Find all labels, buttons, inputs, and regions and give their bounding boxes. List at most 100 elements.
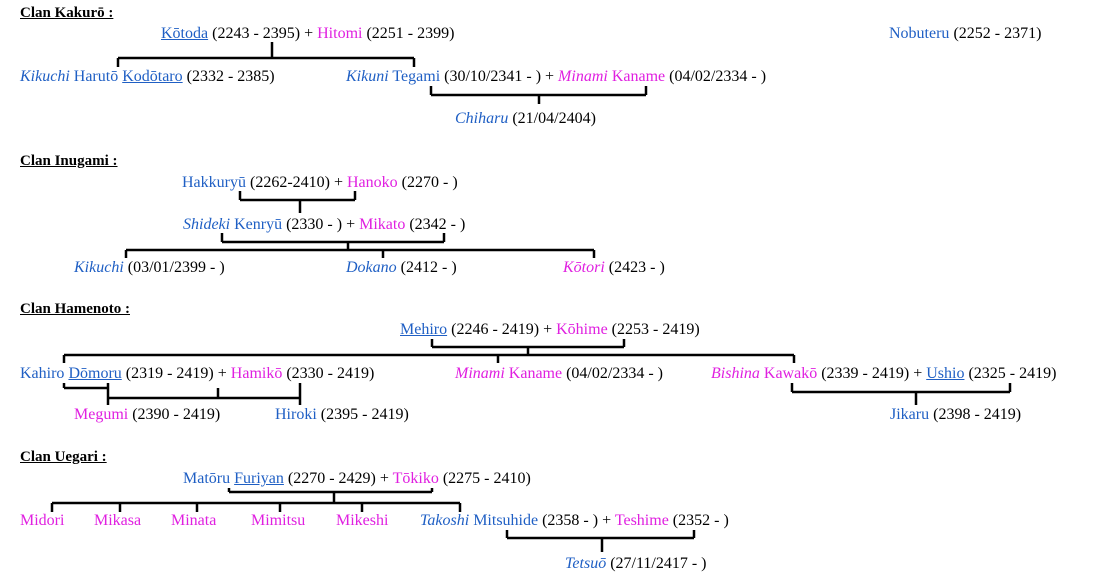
entry-text: (2330 - 2419)	[282, 365, 375, 382]
entry-text: (04/02/2334 - )	[562, 365, 663, 382]
entry-text: (27/11/2417 - )	[606, 555, 707, 572]
entry-text: Mehiro	[400, 321, 448, 338]
person-entry: Kikuni Tegami (30/10/2341 - ) + Minami K…	[346, 68, 766, 86]
entry-text: (2358 - ) +	[538, 512, 615, 529]
person-entry: Midori	[20, 512, 64, 530]
entry-text: Kawakō	[759, 365, 818, 382]
entry-text: Kahiro	[20, 365, 69, 382]
entry-text: (2339 - 2419) +	[817, 365, 927, 382]
entry-text: Kōtoda	[161, 25, 209, 42]
entry-text: Kikuchi	[74, 259, 124, 276]
entry-text: Kaname	[504, 365, 563, 382]
entry-text: Takoshi	[420, 512, 470, 529]
entry-text: (03/01/2399 - )	[123, 259, 225, 276]
entry-text: Minami	[558, 68, 608, 85]
entry-text: Minata	[171, 512, 217, 529]
person-entry: Mehiro (2246 - 2419) + Kōhime (2253 - 24…	[400, 321, 700, 339]
clan-hamenoto-header: Clan Hamenoto :	[20, 301, 130, 317]
entry-text: Kenryū	[230, 216, 283, 233]
person-entry: Nobuteru (2252 - 2371)	[889, 25, 1041, 43]
person-entry: Matōru Furiyan (2270 - 2429) + Tōkiko (2…	[183, 470, 531, 488]
entry-text: Bishina	[711, 365, 760, 382]
entry-text: Shideki	[183, 216, 231, 233]
person-entry: Takoshi Mitsuhide (2358 - ) + Teshime (2…	[420, 512, 729, 530]
entry-text: Kikuchi	[20, 68, 70, 85]
entry-text: Tōkiko	[392, 470, 439, 487]
entry-text: (2246 - 2419) +	[447, 321, 557, 338]
entry-text: (2243 - 2395) +	[208, 25, 318, 42]
clan-uegari-header: Clan Uegari :	[20, 449, 107, 465]
entry-text: Hanoko	[347, 174, 398, 191]
entry-text: (2319 - 2419) +	[121, 365, 231, 382]
entry-text: (2330 - ) +	[282, 216, 360, 233]
entry-text: Kikuni	[346, 68, 389, 85]
entry-text: Mitsuhide	[469, 512, 539, 529]
person-entry: Megumi (2390 - 2419)	[74, 406, 220, 424]
entry-text: (2275 - 2410)	[438, 470, 531, 487]
person-entry: Tetsuō (27/11/2417 - )	[565, 555, 706, 573]
person-entry: Shideki Kenryū (2330 - ) + Mikato (2342 …	[183, 216, 465, 234]
entry-text: (2423 - )	[604, 259, 665, 276]
entry-text: Furiyan	[234, 470, 284, 487]
entry-text: Mimitsu	[251, 512, 306, 529]
person-entry: Dokano (2412 - )	[346, 259, 457, 277]
person-entry: Hiroki (2395 - 2419)	[275, 406, 409, 424]
entry-text: (2270 - )	[397, 174, 458, 191]
entry-text: Chiharu	[455, 110, 509, 127]
entry-text: (2395 - 2419)	[316, 406, 409, 423]
entry-text: (21/04/2404)	[508, 110, 596, 127]
person-entry: Kahiro Dōmoru (2319 - 2419) + Hamikō (23…	[20, 365, 374, 383]
entry-text: (2325 - 2419)	[964, 365, 1057, 382]
person-entry: Minami Kaname (04/02/2334 - )	[455, 365, 663, 383]
entry-text: Jikaru	[890, 406, 930, 423]
entry-text: Ushio	[926, 365, 965, 382]
entry-text: (2352 - )	[668, 512, 729, 529]
entry-text: (2332 - 2385)	[182, 68, 275, 85]
entry-text: Kōhime	[556, 321, 608, 338]
entry-text: Nobuteru	[889, 25, 950, 42]
entry-text: (30/10/2341 - ) +	[440, 68, 559, 85]
entry-text: Mikato	[359, 216, 406, 233]
entry-text: Mikasa	[94, 512, 142, 529]
entry-text: Hitomi	[317, 25, 363, 42]
clan-kakuro-header: Clan Kakurō :	[20, 5, 114, 21]
entry-text: (2251 - 2399)	[362, 25, 455, 42]
person-entry: Kōtoda (2243 - 2395) + Hitomi (2251 - 23…	[161, 25, 454, 43]
entry-text: Midori	[20, 512, 65, 529]
entry-text: Kodōtaro	[122, 68, 183, 85]
entry-text: Dokano	[346, 259, 397, 276]
entry-text: (04/02/2334 - )	[665, 68, 767, 85]
person-entry: Mimitsu	[251, 512, 305, 530]
entry-text: Kaname	[607, 68, 666, 85]
person-entry: Mikasa	[94, 512, 141, 530]
entry-text: Megumi	[74, 406, 129, 423]
entry-text: (2270 - 2429) +	[283, 470, 393, 487]
person-entry: Chiharu (21/04/2404)	[455, 110, 596, 128]
person-entry: Bishina Kawakō (2339 - 2419) + Ushio (23…	[711, 365, 1056, 383]
entry-text: Tetsuō	[565, 555, 607, 572]
entry-text: Kōtori	[563, 259, 605, 276]
person-entry: Kikuchi Harutō Kodōtaro (2332 - 2385)	[20, 68, 275, 86]
entry-text: Teshime	[614, 512, 669, 529]
entry-text: (2252 - 2371)	[949, 25, 1042, 42]
person-entry: Hakkuryū (2262-2410) + Hanoko (2270 - )	[182, 174, 458, 192]
entry-text: (2253 - 2419)	[607, 321, 700, 338]
person-entry: Kikuchi (03/01/2399 - )	[74, 259, 225, 277]
entry-text: Hiroki	[275, 406, 317, 423]
entry-text: (2342 - )	[405, 216, 466, 233]
entry-text: (2412 - )	[396, 259, 457, 276]
entry-text: Matōru	[183, 470, 235, 487]
person-entry: Kōtori (2423 - )	[563, 259, 665, 277]
entry-text: Mikeshi	[336, 512, 389, 529]
entry-text: Hamikō	[230, 365, 283, 382]
entry-text: (2262-2410) +	[245, 174, 347, 191]
person-entry: Mikeshi	[336, 512, 388, 530]
entry-text: (2398 - 2419)	[929, 406, 1022, 423]
person-entry: Minata	[171, 512, 216, 530]
person-entry: Jikaru (2398 - 2419)	[890, 406, 1021, 424]
entry-text: Minami	[455, 365, 505, 382]
entry-text: Hakkuryū	[182, 174, 246, 191]
entry-text: (2390 - 2419)	[128, 406, 221, 423]
clan-inugami-header: Clan Inugami :	[20, 153, 118, 169]
